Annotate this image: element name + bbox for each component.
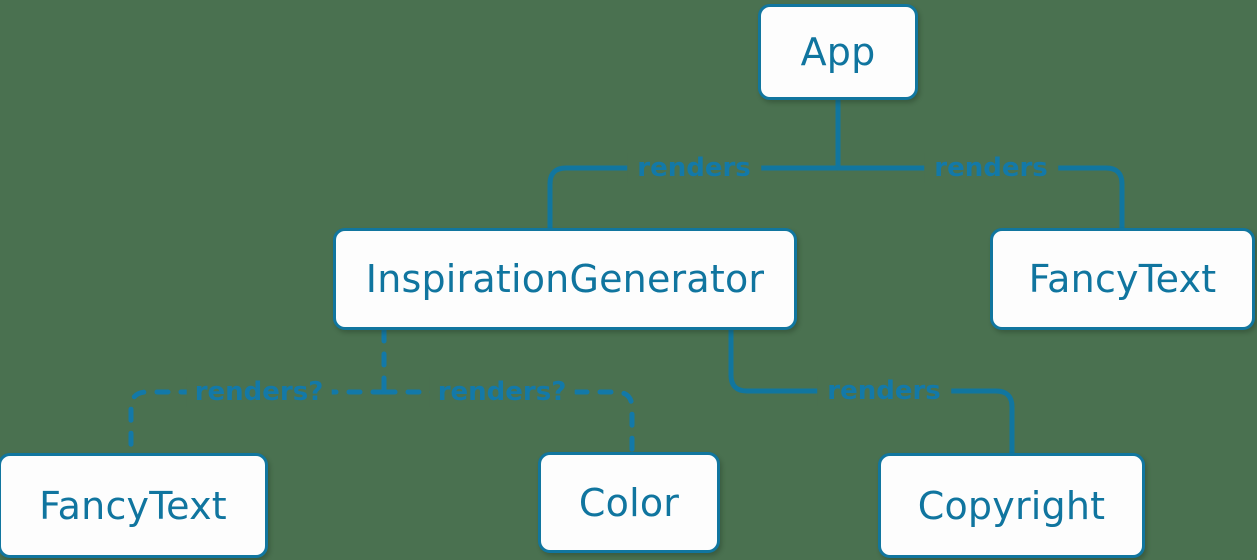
edge-inspirationgenerator-to-color [381,389,635,455]
node-fancytext-top[interactable]: FancyText [990,228,1255,330]
edge-label-inspirationgenerator-to-copyright: renders [817,376,951,406]
edge-app-to-fancytext-top [835,165,1125,231]
node-app[interactable]: App [758,4,918,100]
edge-label-inspirationgenerator-to-color: renders? [429,377,575,407]
node-fancytext-bottom[interactable]: FancyText [0,453,268,558]
node-copyright[interactable]: Copyright [878,453,1145,558]
edge-inspirationgenerator-to-fancytext-bottom [128,389,387,456]
edge-label-app-to-fancytext-top: renders [924,153,1058,183]
node-color-label: Color [578,480,680,525]
node-inspirationgenerator-label: InspirationGenerator [365,257,765,301]
node-color[interactable]: Color [538,452,720,553]
edge-label-app-to-inspirationgenerator: renders [627,153,761,183]
node-copyright-label: Copyright [917,483,1106,528]
node-app-label: App [800,30,876,74]
edge-label-inspirationgenerator-to-fancytext-bottom: renders? [186,377,332,407]
edge-app-to-inspirationgenerator [547,165,841,231]
node-inspirationgenerator[interactable]: InspirationGenerator [333,228,797,330]
node-fancytext-bottom-label: FancyText [39,483,227,528]
node-fancytext-top-label: FancyText [1028,257,1217,301]
